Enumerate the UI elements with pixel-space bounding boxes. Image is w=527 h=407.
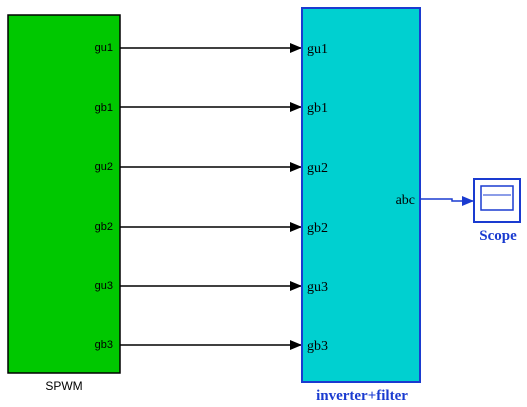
spwm-output-label-gb2: gb2 — [95, 221, 113, 233]
inverter-input-label-gb3: gb3 — [307, 339, 328, 354]
spwm-output-label-gu1: gu1 — [95, 42, 113, 54]
inverter-filter-block-caption: inverter+filter — [316, 388, 408, 404]
spwm-output-label-gu3: gu3 — [95, 280, 113, 292]
inverter-filter-block-body[interactable] — [301, 7, 421, 383]
inverter-input-label-gu3: gu3 — [307, 280, 328, 295]
signal-line-abc[interactable] — [420, 196, 474, 206]
spwm-block-body[interactable] — [7, 14, 121, 374]
inverter-input-label-gu2: gu2 — [307, 161, 328, 176]
inverter-input-label-gb2: gb2 — [307, 221, 328, 236]
spwm-output-label-gu2: gu2 — [95, 161, 113, 173]
inverter-input-label-gb1: gb1 — [307, 101, 328, 116]
scope-icon — [480, 185, 514, 211]
inverter-output-label-abc: abc — [396, 193, 415, 208]
inverter-input-label-gu1: gu1 — [307, 42, 328, 57]
signal-lines — [120, 43, 302, 350]
spwm-output-label-gb3: gb3 — [95, 339, 113, 351]
scope-block[interactable] — [473, 178, 521, 223]
inverter-filter-block[interactable]: gu1 gb1 gu2 gb2 gu3 gb3 abc — [301, 7, 421, 383]
spwm-block[interactable]: gu1 gb1 gu2 gb2 gu3 gb3 — [7, 14, 121, 374]
scope-block-caption: Scope — [479, 228, 517, 244]
spwm-block-caption: SPWM — [45, 379, 82, 393]
spwm-output-label-gb1: gb1 — [95, 102, 113, 114]
